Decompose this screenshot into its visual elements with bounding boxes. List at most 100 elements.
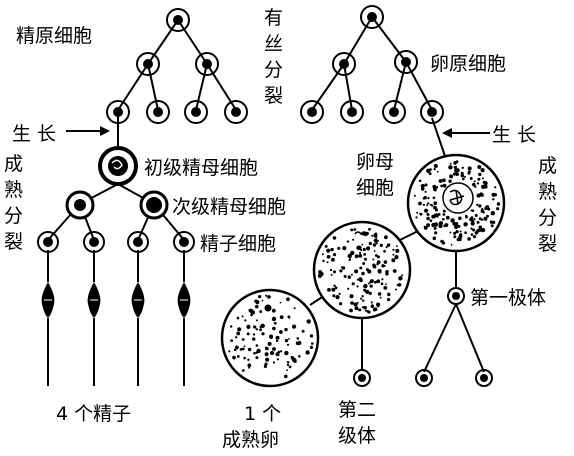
yolk-granule [383, 260, 388, 264]
svg-text:第二: 第二 [338, 399, 376, 421]
yolk-granule [265, 294, 268, 297]
yolk-granule [296, 337, 300, 340]
svg-text:成: 成 [4, 153, 23, 175]
yolk-granule [386, 243, 391, 247]
yolk-granule [253, 325, 257, 329]
label-second-polar-body: 第二 级体 [338, 399, 376, 447]
yolk-granule [472, 182, 476, 187]
yolk-granule [487, 207, 491, 211]
yolk-granule [476, 220, 480, 224]
yolk-granule [383, 286, 388, 290]
yolk-granule [295, 341, 300, 346]
yolk-granule [334, 286, 338, 290]
label-mature-egg: 1 个 成熟卵 [222, 403, 281, 451]
label-oogonium: 卵原细胞 [430, 53, 506, 75]
label-spermatid: 精子细胞 [200, 233, 276, 255]
cell-oogonium [360, 5, 384, 29]
svg-text:成熟卵: 成熟卵 [222, 429, 279, 451]
yolk-granule [444, 223, 449, 228]
yolk-granule [472, 228, 476, 232]
cell-spermatid [173, 231, 195, 253]
yolk-granule [418, 179, 422, 183]
yolk-granule [432, 196, 436, 200]
yolk-granule [324, 244, 328, 248]
sperm [87, 282, 101, 318]
yolk-granule [449, 162, 452, 165]
yolk-granule [246, 324, 251, 329]
yolk-granule [441, 241, 446, 245]
yolk-granule [247, 358, 250, 361]
yolk-granule [309, 334, 314, 338]
cell-spermatid [37, 231, 59, 253]
yolk-granule [461, 166, 464, 169]
yolk-granule [330, 268, 333, 272]
yolk-granule [353, 302, 358, 307]
cell-primary-oocyte [406, 153, 506, 253]
yolk-granule [422, 197, 426, 200]
yolk-granule [392, 269, 397, 273]
yolk-granule [476, 182, 480, 185]
yolk-granule [370, 301, 373, 304]
yolk-granule [372, 308, 377, 312]
yolk-granule [376, 302, 381, 307]
sperm [41, 282, 55, 318]
yolk-granule [491, 192, 496, 197]
yolk-granule [276, 358, 279, 361]
yolk-granule [349, 308, 353, 313]
yolk-granule [433, 226, 437, 230]
yolk-granule [467, 237, 471, 241]
yolk-granule [480, 168, 485, 173]
yolk-granule [288, 365, 292, 369]
yolk-granule [337, 246, 341, 250]
yolk-granule [437, 213, 441, 216]
yolk-granule [418, 201, 422, 206]
yolk-granule [272, 361, 275, 364]
yolk-granule [359, 251, 362, 254]
svg-text:成: 成 [538, 155, 557, 177]
yolk-granule [433, 167, 436, 171]
yolk-granule [374, 254, 378, 257]
yolk-granule [326, 261, 329, 264]
yolk-granule [483, 184, 488, 189]
yolk-granule [360, 248, 363, 251]
yolk-granule [237, 327, 242, 332]
yolk-granule [482, 211, 485, 214]
yolk-granule [368, 227, 371, 231]
yolk-granule [363, 288, 367, 292]
yolk-granule [230, 325, 233, 328]
yolk-granule [326, 254, 331, 259]
sperm [177, 282, 191, 318]
yolk-granule [263, 364, 267, 368]
yolk-granule [354, 254, 359, 259]
yolk-granule [265, 347, 268, 350]
yolk-granule [361, 295, 364, 298]
yolk-granule [366, 246, 371, 251]
yolk-granule [361, 243, 364, 246]
yolk-granule [385, 270, 389, 274]
yolk-granule [463, 222, 468, 227]
yolk-granule [252, 337, 256, 341]
svg-text:分: 分 [538, 207, 557, 229]
yolk-granule [239, 348, 243, 351]
yolk-granule [347, 275, 351, 279]
yolk-granule [293, 359, 297, 363]
yolk-granule [372, 243, 377, 247]
yolk-granule [391, 258, 396, 263]
yolk-granule [467, 166, 472, 171]
cell-oogonium [300, 100, 324, 124]
yolk-granule [376, 262, 379, 266]
yolk-granule [247, 347, 252, 352]
yolk-granule [258, 295, 262, 299]
yolk-granule [438, 179, 443, 183]
yolk-granule [352, 238, 355, 241]
yolk-granule [342, 246, 347, 251]
yolk-granule [232, 355, 236, 360]
yolk-granule [375, 280, 378, 283]
yolk-granule [347, 253, 352, 259]
cell-spermatogonium [166, 8, 190, 32]
yolk-granule [472, 235, 477, 239]
yolk-granule [377, 292, 382, 296]
yolk-granule [426, 216, 430, 221]
yolk-granule [416, 211, 419, 214]
yolk-granule [292, 324, 297, 329]
